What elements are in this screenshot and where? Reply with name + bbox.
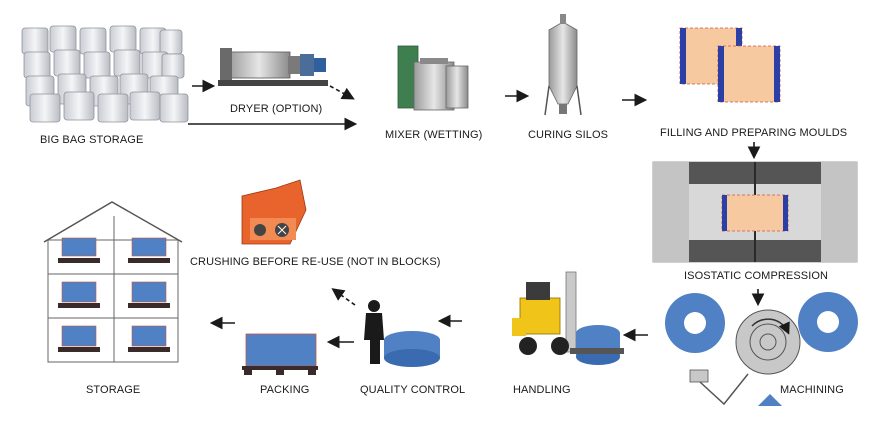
quality-control-label: QUALITY CONTROL [360, 384, 466, 396]
storage-building-icon [43, 201, 183, 363]
isostatic-press-icon [652, 161, 858, 263]
curing-silos-label: CURING SILOS [528, 129, 609, 141]
flow-arrows [188, 79, 765, 349]
handling-label: HANDLING [513, 384, 571, 396]
forklift-icon [512, 271, 624, 365]
curing-silo-icon [544, 14, 582, 116]
mixer-label: MIXER (WETTING) [385, 129, 483, 141]
machining-icon [665, 292, 858, 406]
crusher-icon [241, 179, 307, 245]
inspector-icon [364, 300, 440, 367]
big-bag-stack-icon [21, 25, 189, 123]
crushing-label: CRUSHING BEFORE RE-USE (NOT IN BLOCKS) [190, 256, 441, 268]
mould-icon [679, 27, 781, 103]
storage-label: STORAGE [86, 384, 141, 396]
packing-label: PACKING [260, 384, 310, 396]
machining-label: MACHINING [780, 384, 844, 396]
isostatic-compression-label: ISOSTATIC COMPRESSION [684, 270, 829, 282]
dryer-label: DRYER (OPTION) [230, 103, 323, 115]
big-bag-storage-label: BIG BAG STORAGE [40, 134, 144, 146]
dryer-icon [218, 48, 328, 86]
filling-moulds-label: FILLING AND PREPARING MOULDS [660, 127, 848, 139]
mixer-icon [397, 45, 469, 111]
packing-icon [242, 333, 318, 375]
